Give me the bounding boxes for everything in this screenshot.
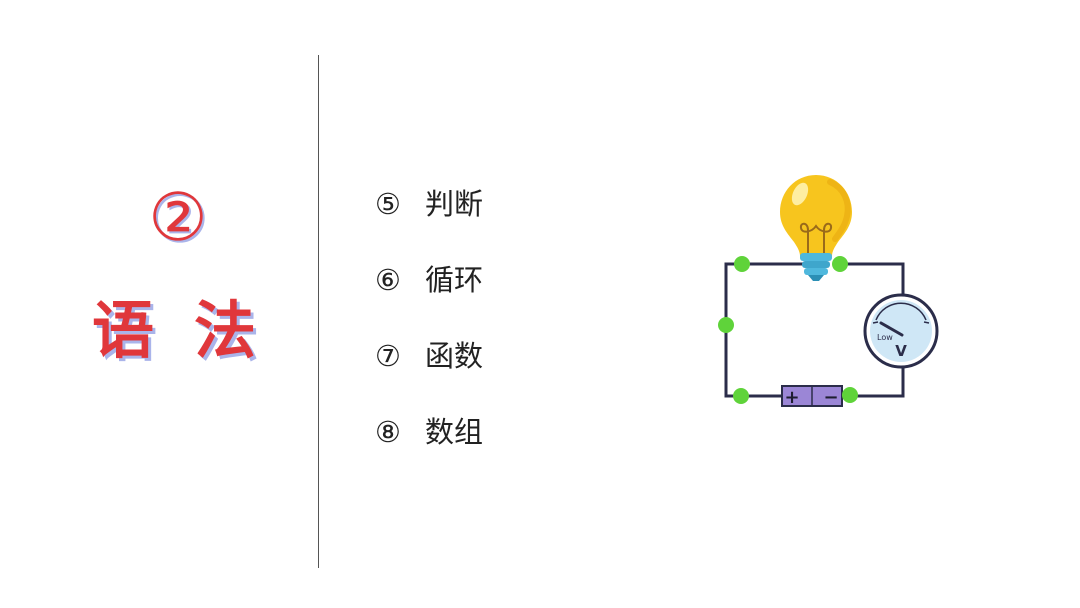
topic-number: ⑦: [375, 339, 401, 373]
topic-list: ⑤ 判断 ⑥ 循环 ⑦ 函数 ⑧ 数组: [375, 180, 483, 484]
section-title-char: 语: [92, 294, 155, 367]
meter-unit-label: V: [895, 342, 907, 360]
topic-label: 函数: [425, 339, 484, 373]
section-number: ②: [148, 179, 208, 256]
topic-number: ⑤: [375, 187, 401, 221]
topic-item: ⑧ 数组: [375, 408, 483, 484]
circuit-illustration: Low V + −: [718, 175, 939, 408]
battery-minus-label: −: [823, 387, 838, 408]
circuit-node: [718, 317, 734, 333]
circuit-node: [832, 256, 848, 272]
circuit-node: [734, 256, 750, 272]
battery-plus-label: +: [784, 387, 799, 408]
circuit-node: [842, 387, 858, 403]
circuit-node: [733, 388, 749, 404]
topic-number: ⑥: [375, 263, 401, 297]
light-bulb-icon: [780, 175, 852, 281]
topic-item: ⑦ 函数: [375, 332, 483, 408]
section-title-char: 法: [194, 294, 257, 367]
circuit-nodes: [718, 256, 858, 404]
topic-item: ⑤ 判断: [375, 180, 483, 256]
topic-label: 判断: [425, 187, 484, 221]
battery-icon: + −: [781, 385, 843, 408]
topic-label: 数组: [425, 415, 484, 449]
topic-label: 循环: [425, 263, 484, 297]
section-title: 语法: [92, 293, 272, 369]
voltmeter-icon: Low V: [863, 293, 939, 369]
topic-number: ⑧: [375, 415, 401, 449]
vertical-divider: [318, 55, 319, 568]
topic-item: ⑥ 循环: [375, 256, 483, 332]
meter-low-label: Low: [877, 333, 893, 342]
